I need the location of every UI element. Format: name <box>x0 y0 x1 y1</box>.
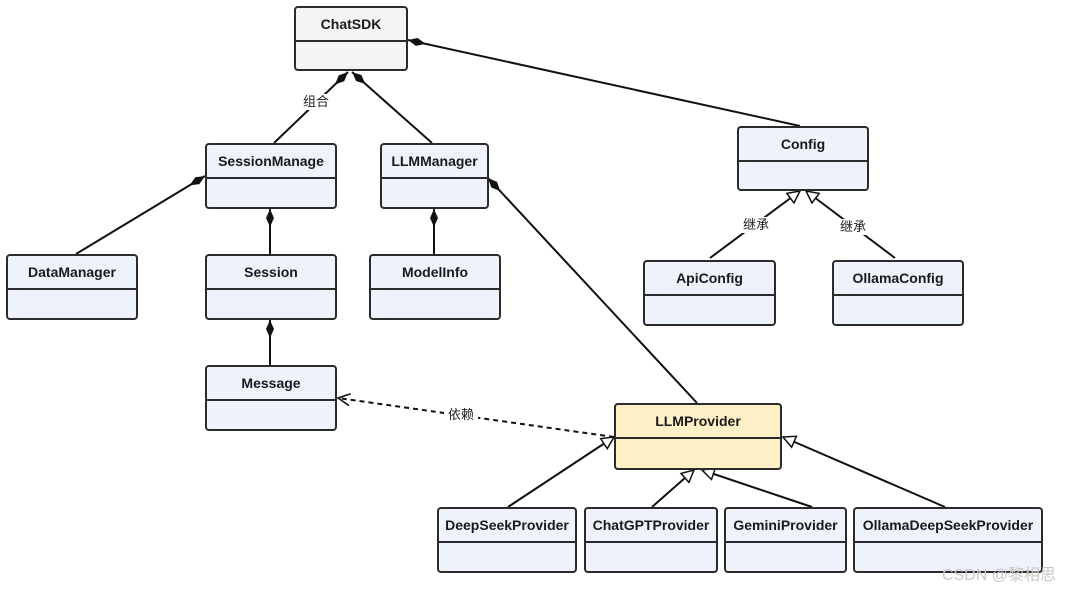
class-name: ChatGPTProvider <box>586 509 716 543</box>
class-llmmanager[interactable]: LLMManager <box>380 143 489 209</box>
class-geminiprovider[interactable]: GeminiProvider <box>724 507 847 573</box>
class-apiconfig[interactable]: ApiConfig <box>643 260 776 326</box>
class-name: SessionManage <box>207 145 335 179</box>
class-name: LLMManager <box>382 145 487 179</box>
class-ollamadeepseekprovider[interactable]: OllamaDeepSeekProvider <box>853 507 1043 573</box>
class-name: LLMProvider <box>616 405 780 439</box>
class-chatgptprovider[interactable]: ChatGPTProvider <box>584 507 718 573</box>
class-modelinfo[interactable]: ModelInfo <box>369 254 501 320</box>
class-session[interactable]: Session <box>205 254 337 320</box>
inheritance-line-gemini-llmprovider <box>702 470 813 508</box>
composition-line-llmprovider-llmmanager <box>487 177 698 404</box>
composition-line-config-chatsdk <box>407 38 801 127</box>
class-deepseekprovider[interactable]: DeepSeekProvider <box>437 507 577 573</box>
class-name: OllamaConfig <box>834 262 962 296</box>
class-name: OllamaDeepSeekProvider <box>855 509 1041 543</box>
class-name: ChatSDK <box>296 8 406 42</box>
inheritance-line-chatgpt-llmprovider <box>651 470 694 508</box>
inheritance-label-left: 继承 <box>739 217 774 233</box>
class-name: Config <box>739 128 867 162</box>
inheritance-line-ollamadeepseek-llmprovider <box>783 437 946 508</box>
class-name: Message <box>207 367 335 401</box>
class-llmprovider[interactable]: LLMProvider <box>614 403 782 470</box>
class-ollamaconfig[interactable]: OllamaConfig <box>832 260 964 326</box>
class-chatsdk[interactable]: ChatSDK <box>294 6 408 71</box>
watermark: CSDN @黎相思 <box>941 567 1056 584</box>
class-name: ModelInfo <box>371 256 499 290</box>
composition-label: 组合 <box>299 94 334 110</box>
class-name: DeepSeekProvider <box>439 509 575 543</box>
class-message[interactable]: Message <box>205 365 337 431</box>
class-name: ApiConfig <box>645 262 774 296</box>
composition-line-llmmanager-chatsdk <box>351 71 433 144</box>
inheritance-label-right: 继承 <box>836 219 871 235</box>
class-datamanager[interactable]: DataManager <box>6 254 138 320</box>
class-name: DataManager <box>8 256 136 290</box>
class-sessionmanage[interactable]: SessionManage <box>205 143 337 209</box>
dependency-label: 依赖 <box>444 407 479 423</box>
class-name: GeminiProvider <box>726 509 845 543</box>
composition-line-datamanager-sessionmanage <box>75 175 206 255</box>
class-name: Session <box>207 256 335 290</box>
inheritance-line-deepseek-llmprovider <box>507 437 614 508</box>
class-config[interactable]: Config <box>737 126 869 191</box>
